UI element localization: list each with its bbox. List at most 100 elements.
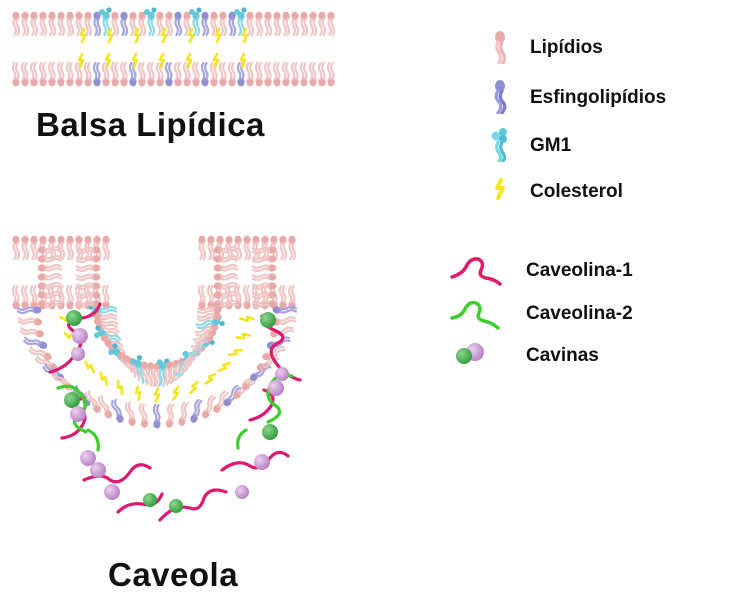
legend-label-sphingolipids: Esfingolipídios (530, 87, 666, 109)
lipid-molecule (279, 236, 286, 259)
caveolin2-strand (238, 430, 246, 448)
cavin-sphere (268, 380, 284, 396)
lipid-molecule (57, 12, 64, 35)
lipid-molecule (243, 286, 250, 309)
legend-item-cholesterol: Colesterol (446, 174, 726, 208)
lipid-molecule (214, 255, 237, 262)
lipid-molecule (198, 236, 205, 259)
lipid-molecule (207, 236, 214, 259)
cholesterol-molecule (81, 29, 85, 42)
lipid-molecule (252, 236, 259, 259)
cholesterol-molecule (116, 381, 125, 395)
lipid-molecule (12, 286, 19, 309)
lipid-molecule (318, 63, 325, 86)
lipid-molecule (165, 12, 172, 35)
legend-item-gm1: GM1 (446, 128, 726, 162)
lipid-molecule (57, 63, 64, 86)
sphingolipid-molecule (201, 12, 208, 35)
lipid-molecule (273, 12, 280, 35)
lipid-molecule (214, 300, 237, 307)
caveola-title: Caveola (108, 556, 238, 594)
lipid-molecule (282, 63, 289, 86)
lipid-molecule (300, 12, 307, 35)
cholesterol-molecule (98, 372, 109, 385)
lipid-molecule (214, 273, 237, 280)
legend-label-caveolin2: Caveolina-2 (526, 303, 633, 325)
lipid-molecule (219, 12, 226, 35)
lipid-molecule (288, 236, 295, 259)
lipid-molecule (138, 63, 145, 86)
lipid-molecule (327, 63, 334, 86)
lipid-molecule (166, 404, 176, 428)
caveolin2-strand (88, 430, 98, 450)
cholesterol-molecule (106, 54, 110, 67)
cavin-icon (450, 338, 510, 372)
lipid-molecule (66, 12, 73, 35)
lipid-molecule (39, 63, 46, 86)
cavin-sphere (143, 493, 157, 507)
cavin-sphere (104, 484, 120, 500)
legend-label-cavins: Cavinas (526, 345, 599, 367)
lipid-molecule (214, 264, 237, 271)
legend-label-lipids: Lipídios (530, 37, 603, 59)
sphingolipid-molecule (111, 399, 125, 423)
cholesterol-molecule (162, 29, 166, 42)
sphingolipid-molecule (18, 306, 41, 313)
cavin-sphere (70, 406, 86, 422)
sphingolipid-molecule (93, 12, 100, 35)
lipid-molecule (21, 286, 28, 309)
lipid-molecule (77, 264, 100, 271)
cholesterol-molecule (84, 361, 96, 373)
lipid-molecule (77, 255, 100, 262)
lipid-molecule (66, 236, 73, 259)
lipid-molecule (318, 12, 325, 35)
cholesterol-molecule (236, 332, 250, 340)
lipid-molecule (309, 12, 316, 35)
lipid-molecule (253, 273, 276, 280)
lipid-molecule (21, 12, 28, 35)
lipid-molecule (38, 255, 61, 262)
lipid-molecule (102, 236, 109, 259)
lipid-molecule (48, 63, 55, 86)
lipid-molecule (138, 12, 145, 35)
cavin-sphere (262, 424, 278, 440)
lipid-molecule (246, 12, 253, 35)
sphingolipid-molecule (228, 12, 235, 35)
lipid-molecule (111, 63, 118, 86)
sphingolipid-molecule (93, 63, 100, 86)
caveola-illustration (12, 236, 300, 520)
lipid-molecule (255, 12, 262, 35)
lipid-molecule (125, 402, 137, 426)
legend-item-lipids: Lipídios (446, 30, 726, 64)
cholesterol-molecule (173, 386, 180, 400)
sphingolipid-molecule (201, 63, 208, 86)
lipid-molecule (228, 63, 235, 86)
lipid-molecule (20, 326, 44, 338)
lipid-molecule (21, 236, 28, 259)
lipid-molecule (12, 12, 19, 35)
cholesterol-molecule (205, 372, 216, 385)
lipid-molecule (38, 273, 61, 280)
cholesterol-molecule (160, 54, 164, 67)
lipid-molecule (75, 236, 82, 259)
cavin-sphere (64, 392, 80, 408)
lipid-raft-title: Balsa Lipídica (36, 106, 265, 144)
lipid-molecule (253, 264, 276, 271)
lipid-molecule (243, 236, 250, 259)
sphingolipid-molecule (120, 12, 127, 35)
cholesterol-molecule (240, 316, 253, 321)
cavin-sphere (260, 312, 276, 328)
lipid-molecule (300, 63, 307, 86)
lipid-molecule (147, 63, 154, 86)
lipid-molecule (66, 286, 73, 309)
cholesterol-molecule (79, 54, 83, 67)
cholesterol-molecule (243, 29, 247, 42)
lipid-molecule (30, 63, 37, 86)
lipid-molecule (255, 63, 262, 86)
lipid-molecule (178, 402, 190, 426)
lipid-molecule (192, 63, 199, 86)
lipid-molecule (279, 286, 286, 309)
caveolin2-icon (450, 296, 510, 330)
sphingolipid-molecule (24, 336, 48, 350)
lipid-molecule (12, 236, 19, 259)
